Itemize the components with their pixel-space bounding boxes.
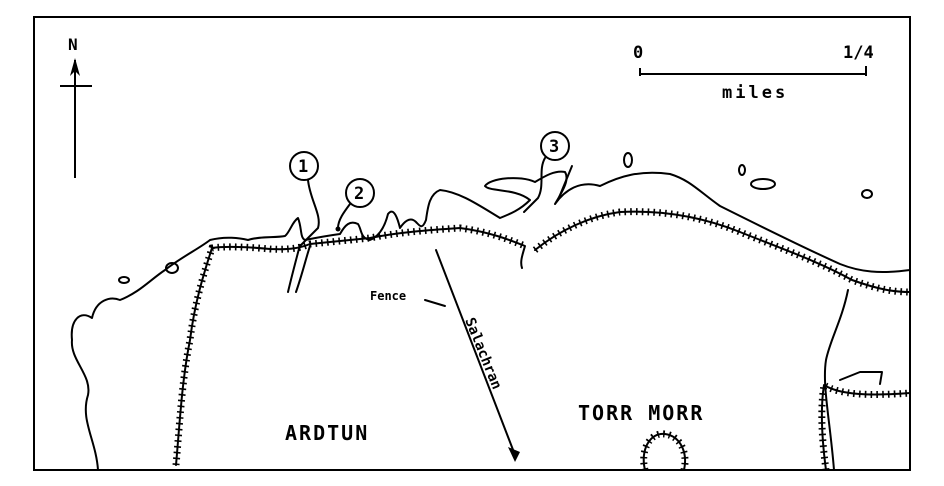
site-label-1: 1 [298, 157, 308, 177]
stream-arrow-icon [508, 447, 520, 462]
scale-end: 1/4 [843, 43, 874, 63]
salachran-stream [435, 249, 516, 456]
site-marker-2 [335, 178, 375, 232]
north-arrow-icon [60, 58, 92, 178]
fence-pointer [424, 299, 446, 307]
track [839, 371, 883, 385]
cliff-southeast-hatching [818, 379, 911, 471]
map-frame [33, 16, 911, 471]
stream-label: Salachran [461, 316, 504, 392]
site-marker-3 [523, 131, 573, 213]
fence-label: Fence [370, 289, 406, 303]
area-label-ardtun: ARDTUN [285, 421, 369, 445]
area-label-torr-morr: TORR MORR [578, 401, 704, 425]
scale-start: 0 [633, 43, 643, 63]
scale-bar [639, 66, 867, 76]
site-marker-1 [289, 151, 320, 247]
islets [118, 152, 873, 284]
site-label-3: 3 [549, 137, 559, 157]
coastline [70, 170, 911, 471]
cliff-east-hatching [532, 208, 911, 296]
cliff-west-hatching [172, 224, 527, 466]
site-label-2: 2 [354, 184, 364, 204]
north-label: N [68, 35, 78, 54]
gully [287, 244, 311, 293]
cliff-west-line [175, 227, 526, 466]
torr-morr-hill [642, 432, 686, 471]
stream-east [823, 289, 849, 471]
scale-unit: miles [722, 83, 788, 103]
